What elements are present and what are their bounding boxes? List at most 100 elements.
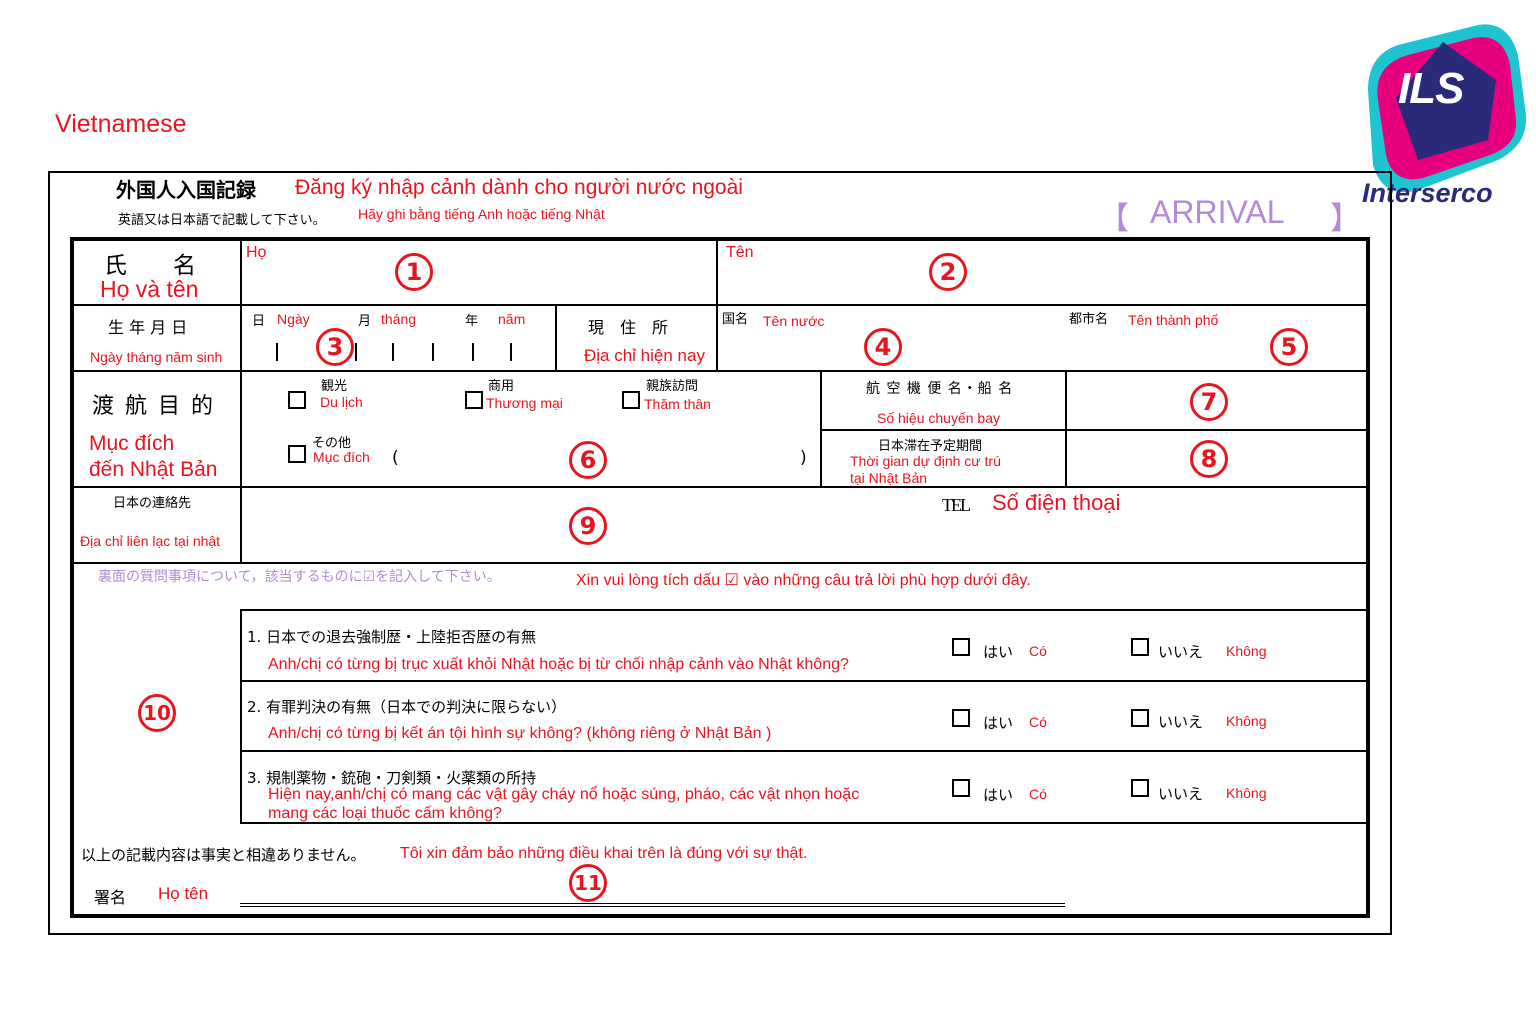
ils-logo-mark xyxy=(1368,24,1527,193)
flight-label-vi: Số hiệu chuyến bay xyxy=(877,410,1000,426)
question-3-yes-jp: はい xyxy=(983,786,1014,804)
question-1-no-checkbox[interactable] xyxy=(1131,638,1149,656)
question-3-no-jp: いいえ xyxy=(1158,785,1204,803)
year-label-jp: 年 xyxy=(465,314,479,329)
address-label-jp: 現 住 所 xyxy=(588,318,669,337)
family-visit-checkbox[interactable] xyxy=(622,391,640,409)
birth-label-vi: Ngày tháng năm sinh xyxy=(90,349,223,365)
other-paren-close: ) xyxy=(800,448,807,468)
form-outer-frame xyxy=(48,171,1392,935)
question-1-vi: Anh/chị có từng bị trục xuất khỏi Nhật h… xyxy=(268,656,849,673)
form-title-vi: Đăng ký nhập cảnh dành cho người nước ng… xyxy=(295,176,743,199)
day-label-jp: 日 xyxy=(252,314,266,329)
declaration-jp: 以上の記載内容は事実と相違ありません。 xyxy=(81,846,366,864)
other-paren-open: ( xyxy=(392,448,399,468)
marker-10: 10 xyxy=(138,694,176,732)
question-2-yes-vi: Có xyxy=(1029,714,1047,730)
signature-label-jp: 署名 xyxy=(94,888,127,907)
contact-label-vi: Địa chỉ liên lạc tại nhật xyxy=(80,533,221,549)
tourism-label-vi: Du lịch xyxy=(320,394,363,410)
question-2-no-checkbox[interactable] xyxy=(1131,709,1149,727)
city-label-vi: Tên thành phố xyxy=(1128,312,1219,328)
tourism-checkbox[interactable] xyxy=(288,391,306,409)
question-2-jp: 2. 有罪判決の有無（日本での判決に限らない） xyxy=(247,698,567,716)
question-2-yes-checkbox[interactable] xyxy=(952,709,970,727)
year-label-vi: năm xyxy=(498,311,526,327)
month-label-vi: tháng xyxy=(381,311,417,327)
tel-label: TEL xyxy=(942,495,971,515)
contact-label-jp: 日本の連絡先 xyxy=(113,496,192,511)
form-title-jp: 外国人入国記録 xyxy=(116,178,256,202)
purpose-label-vi-2: đến Nhật Bản xyxy=(89,458,218,481)
stay-label-jp: 日本滞在予定期間 xyxy=(878,439,983,454)
marker-1: 1 xyxy=(395,253,433,291)
city-label-jp: 都市名 xyxy=(1069,312,1109,327)
family-name-label: Họ xyxy=(246,244,267,261)
marker-11: 11 xyxy=(569,864,607,902)
question-1-yes-vi: Có xyxy=(1029,643,1047,659)
marker-4: 4 xyxy=(864,328,902,366)
business-label-jp: 商用 xyxy=(488,379,515,394)
business-label-vi: Thương mại xyxy=(486,395,563,411)
marker-8: 8 xyxy=(1190,440,1228,478)
tourism-label-jp: 観光 xyxy=(321,379,348,394)
question-3-jp: 3. 規制薬物・銃砲・刀剣類・火薬類の所持 xyxy=(247,769,537,787)
birth-label-jp: 生 年 月 日 xyxy=(108,318,188,337)
marker-3: 3 xyxy=(316,328,354,366)
questions-intro-vi: Xin vui lòng tích dấu ☑ vào những câu tr… xyxy=(576,572,1031,589)
language-label: Vietnamese xyxy=(55,110,187,138)
declaration-vi: Tôi xin đảm bảo những điều khai trên là … xyxy=(400,845,808,862)
question-3-vi-2: mang các loại thuốc cấm không? xyxy=(268,805,502,822)
marker-9: 9 xyxy=(569,507,607,545)
country-label-vi: Tên nước xyxy=(763,313,825,329)
signature-line[interactable] xyxy=(240,903,1065,907)
stay-label-vi-2: tại Nhật Bản xyxy=(850,470,928,486)
given-name-label: Tên xyxy=(726,244,754,261)
question-1-no-vi: Không xyxy=(1226,643,1267,659)
marker-7: 7 xyxy=(1190,383,1228,421)
instruction-vi: Hãy ghi bằng tiếng Anh hoặc tiếng Nhật xyxy=(358,206,605,222)
business-checkbox[interactable] xyxy=(465,391,483,409)
company-name: Interserco xyxy=(1362,178,1493,208)
question-3-yes-checkbox[interactable] xyxy=(952,779,970,797)
name-label-jp: 氏 名 xyxy=(104,253,196,279)
purpose-label-jp: 渡 航 目 的 xyxy=(92,394,215,419)
question-3-vi: Hiện nay,anh/chị có mang các vật gây chá… xyxy=(268,786,860,803)
marker-5: 5 xyxy=(1270,328,1308,366)
questions-intro-jp: 裏面の質問事項について，該当するものに☑を記入して下さい。 xyxy=(98,569,501,585)
name-label-vi: Họ và tên xyxy=(100,276,199,302)
family-visit-label-jp: 親族訪問 xyxy=(646,379,699,394)
day-label-vi: Ngày xyxy=(277,311,310,327)
ils-logo: ILS xyxy=(1358,20,1528,212)
other-label-vi: Mục đích xyxy=(313,449,370,465)
form-inner-frame xyxy=(70,237,1370,918)
question-1-yes-checkbox[interactable] xyxy=(952,638,970,656)
country-label-jp: 国名 xyxy=(722,312,749,327)
marker-6: 6 xyxy=(569,441,607,479)
question-3-yes-vi: Có xyxy=(1029,786,1047,802)
month-label-jp: 月 xyxy=(358,314,372,329)
address-label-vi: Địa chỉ hiện nay xyxy=(584,346,705,365)
other-label-jp: その他 xyxy=(312,436,352,451)
ils-logo-text: ILS xyxy=(1398,64,1464,113)
question-1-yes-jp: はい xyxy=(983,643,1014,661)
question-1-jp: 1. 日本での退去強制歴・上陸拒否歴の有無 xyxy=(247,628,537,646)
stay-label-vi-1: Thời gian dự định cư trú xyxy=(850,453,1001,469)
question-2-vi: Anh/chị có từng bị kết án tội hình sự kh… xyxy=(268,725,772,742)
marker-2: 2 xyxy=(929,253,967,291)
other-checkbox[interactable] xyxy=(288,445,306,463)
family-visit-label-vi: Thăm thân xyxy=(644,396,711,412)
question-3-no-checkbox[interactable] xyxy=(1131,779,1149,797)
arrival-bracket-close: 】 xyxy=(1330,201,1361,237)
tel-label-vi: Số điện thoại xyxy=(992,490,1121,515)
arrival-bracket-open: 【 xyxy=(1098,201,1129,237)
arrival-label: ARRIVAL xyxy=(1150,194,1285,230)
signature-label-vi: Họ tên xyxy=(158,884,209,903)
flight-label-jp: 航 空 機 便 名・船 名 xyxy=(866,381,1014,397)
purpose-label-vi-1: Mục đích xyxy=(89,432,175,455)
question-1-no-jp: いいえ xyxy=(1158,643,1204,661)
question-2-yes-jp: はい xyxy=(983,714,1014,732)
question-2-no-vi: Không xyxy=(1226,713,1267,729)
question-2-no-jp: いいえ xyxy=(1158,713,1204,731)
question-3-no-vi: Không xyxy=(1226,785,1267,801)
